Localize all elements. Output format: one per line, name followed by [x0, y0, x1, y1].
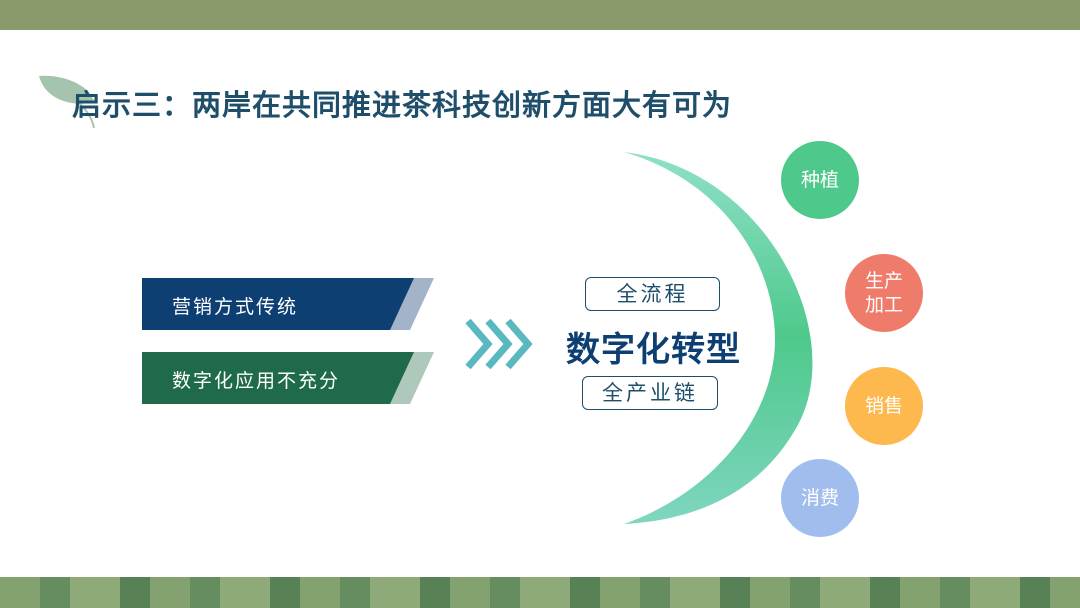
problem-label: 营销方式传统 [172, 296, 299, 318]
digital-transformation-heading: 数字化转型 [566, 330, 741, 370]
stage-label: 生产加工 [864, 270, 903, 316]
top-decorative-band [0, 0, 1080, 30]
stage-circle-processing: 生产加工 [845, 254, 923, 332]
stage-circle-planting: 种植 [781, 141, 859, 219]
problem-label: 数字化应用不充分 [172, 370, 341, 392]
stage-label: 种植 [800, 169, 839, 191]
stage-label: 销售 [864, 395, 903, 417]
full-chain-label: 全产业链 [582, 376, 718, 410]
stage-circle-consumption: 消费 [781, 459, 859, 537]
full-process-label: 全流程 [585, 277, 720, 311]
slide-title: 启示三：两岸在共同推进茶科技创新方面大有可为 [72, 88, 733, 122]
stage-label: 消费 [800, 487, 839, 509]
leaf-icon [36, 72, 96, 134]
bottom-decorative-band [0, 577, 1080, 608]
problem-banner-digital: 数字化应用不充分 [142, 352, 434, 404]
chevron-arrows-icon [464, 318, 536, 374]
crescent-arc-decoration [600, 140, 820, 534]
problem-banner-marketing: 营销方式传统 [142, 278, 434, 330]
stage-circle-sales: 销售 [845, 367, 923, 445]
